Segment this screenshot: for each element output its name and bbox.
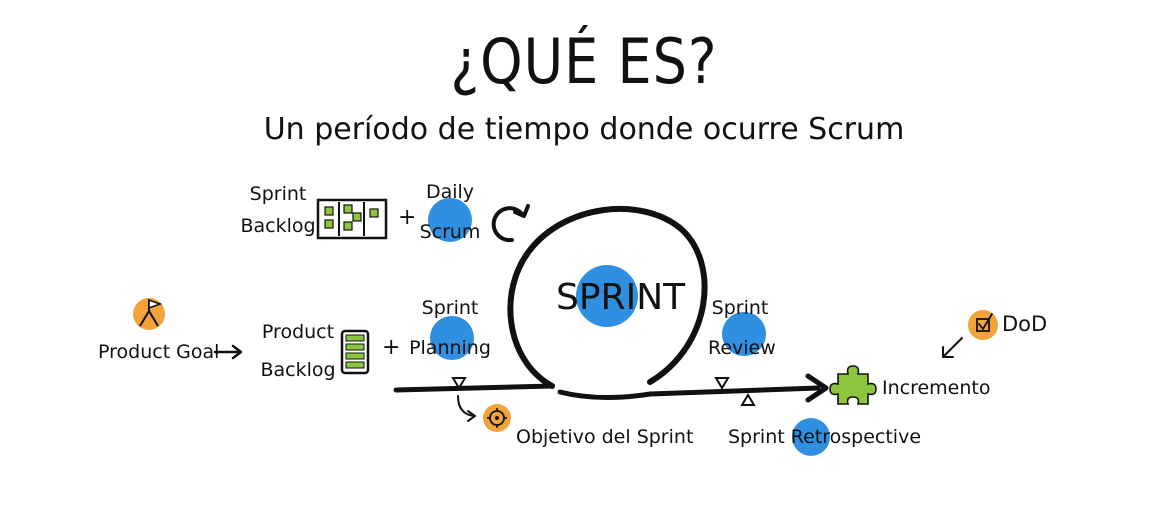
retrospective-label: Sprint Retrospective	[728, 426, 922, 448]
daily-scrum-line2: Scrum	[419, 221, 481, 243]
product-backlog-label: Product Backlog	[258, 320, 338, 382]
sprint-planning-label: Sprint Planning	[406, 296, 494, 360]
product-goal-arrow	[213, 344, 243, 360]
page-subtitle: Un período de tiempo donde ocurre Scrum	[263, 112, 905, 147]
sprint-review-line1: Sprint	[711, 297, 769, 319]
target-icon	[487, 408, 507, 428]
product-backlog-line2: Backlog	[260, 359, 336, 381]
daily-scrum-line1: Daily	[425, 181, 475, 203]
objetivo-label: Objetivo del Sprint	[516, 426, 694, 448]
timeline-left	[393, 383, 555, 393]
dod-dot	[968, 310, 998, 340]
page-title: ¿QUÉ ES?	[450, 25, 718, 98]
dod-label: DoD	[1002, 312, 1048, 336]
backlog-stack-icon	[340, 329, 370, 375]
sprint-circle	[507, 206, 708, 389]
sprint-review-dot	[722, 312, 766, 356]
timeline-arrowhead	[805, 373, 829, 403]
incremento-label: Incremento	[882, 377, 991, 399]
plus-sign-2: +	[382, 335, 401, 360]
daily-scrum-dot	[428, 198, 472, 242]
sprint-dot	[576, 265, 638, 327]
timeline-right	[557, 385, 821, 401]
product-goal-label: Product Goal	[98, 341, 220, 363]
objetivo-arrow	[457, 395, 476, 422]
kanban-board-icon	[316, 198, 388, 240]
sprint-backlog-line1: Sprint	[249, 183, 307, 205]
checkbox-icon	[976, 313, 993, 332]
retrospective-dot	[792, 418, 830, 456]
daily-scrum-label: Daily Scrum	[418, 180, 482, 244]
dod-arrow	[942, 337, 963, 358]
puzzle-icon	[829, 365, 877, 405]
sprint-planning-line1: Sprint	[421, 297, 479, 319]
retro-marker	[740, 393, 756, 406]
sprint-planning-line2: Planning	[409, 337, 491, 359]
plus-sign-1: +	[398, 205, 417, 230]
sprint-planning-dot	[430, 316, 474, 360]
review-marker	[714, 377, 730, 390]
sprint-backlog-label: Sprint Backlog	[238, 182, 318, 238]
sprint-review-label: Sprint Review	[708, 296, 776, 360]
sprint-backlog-line2: Backlog	[240, 215, 316, 237]
loop-arrow-icon	[491, 204, 530, 243]
planning-marker	[451, 377, 467, 390]
product-backlog-line1: Product	[261, 321, 335, 343]
sprint-label: SPRINT	[556, 277, 686, 318]
flag-icon	[139, 298, 163, 327]
sprint-review-line2: Review	[708, 337, 776, 359]
